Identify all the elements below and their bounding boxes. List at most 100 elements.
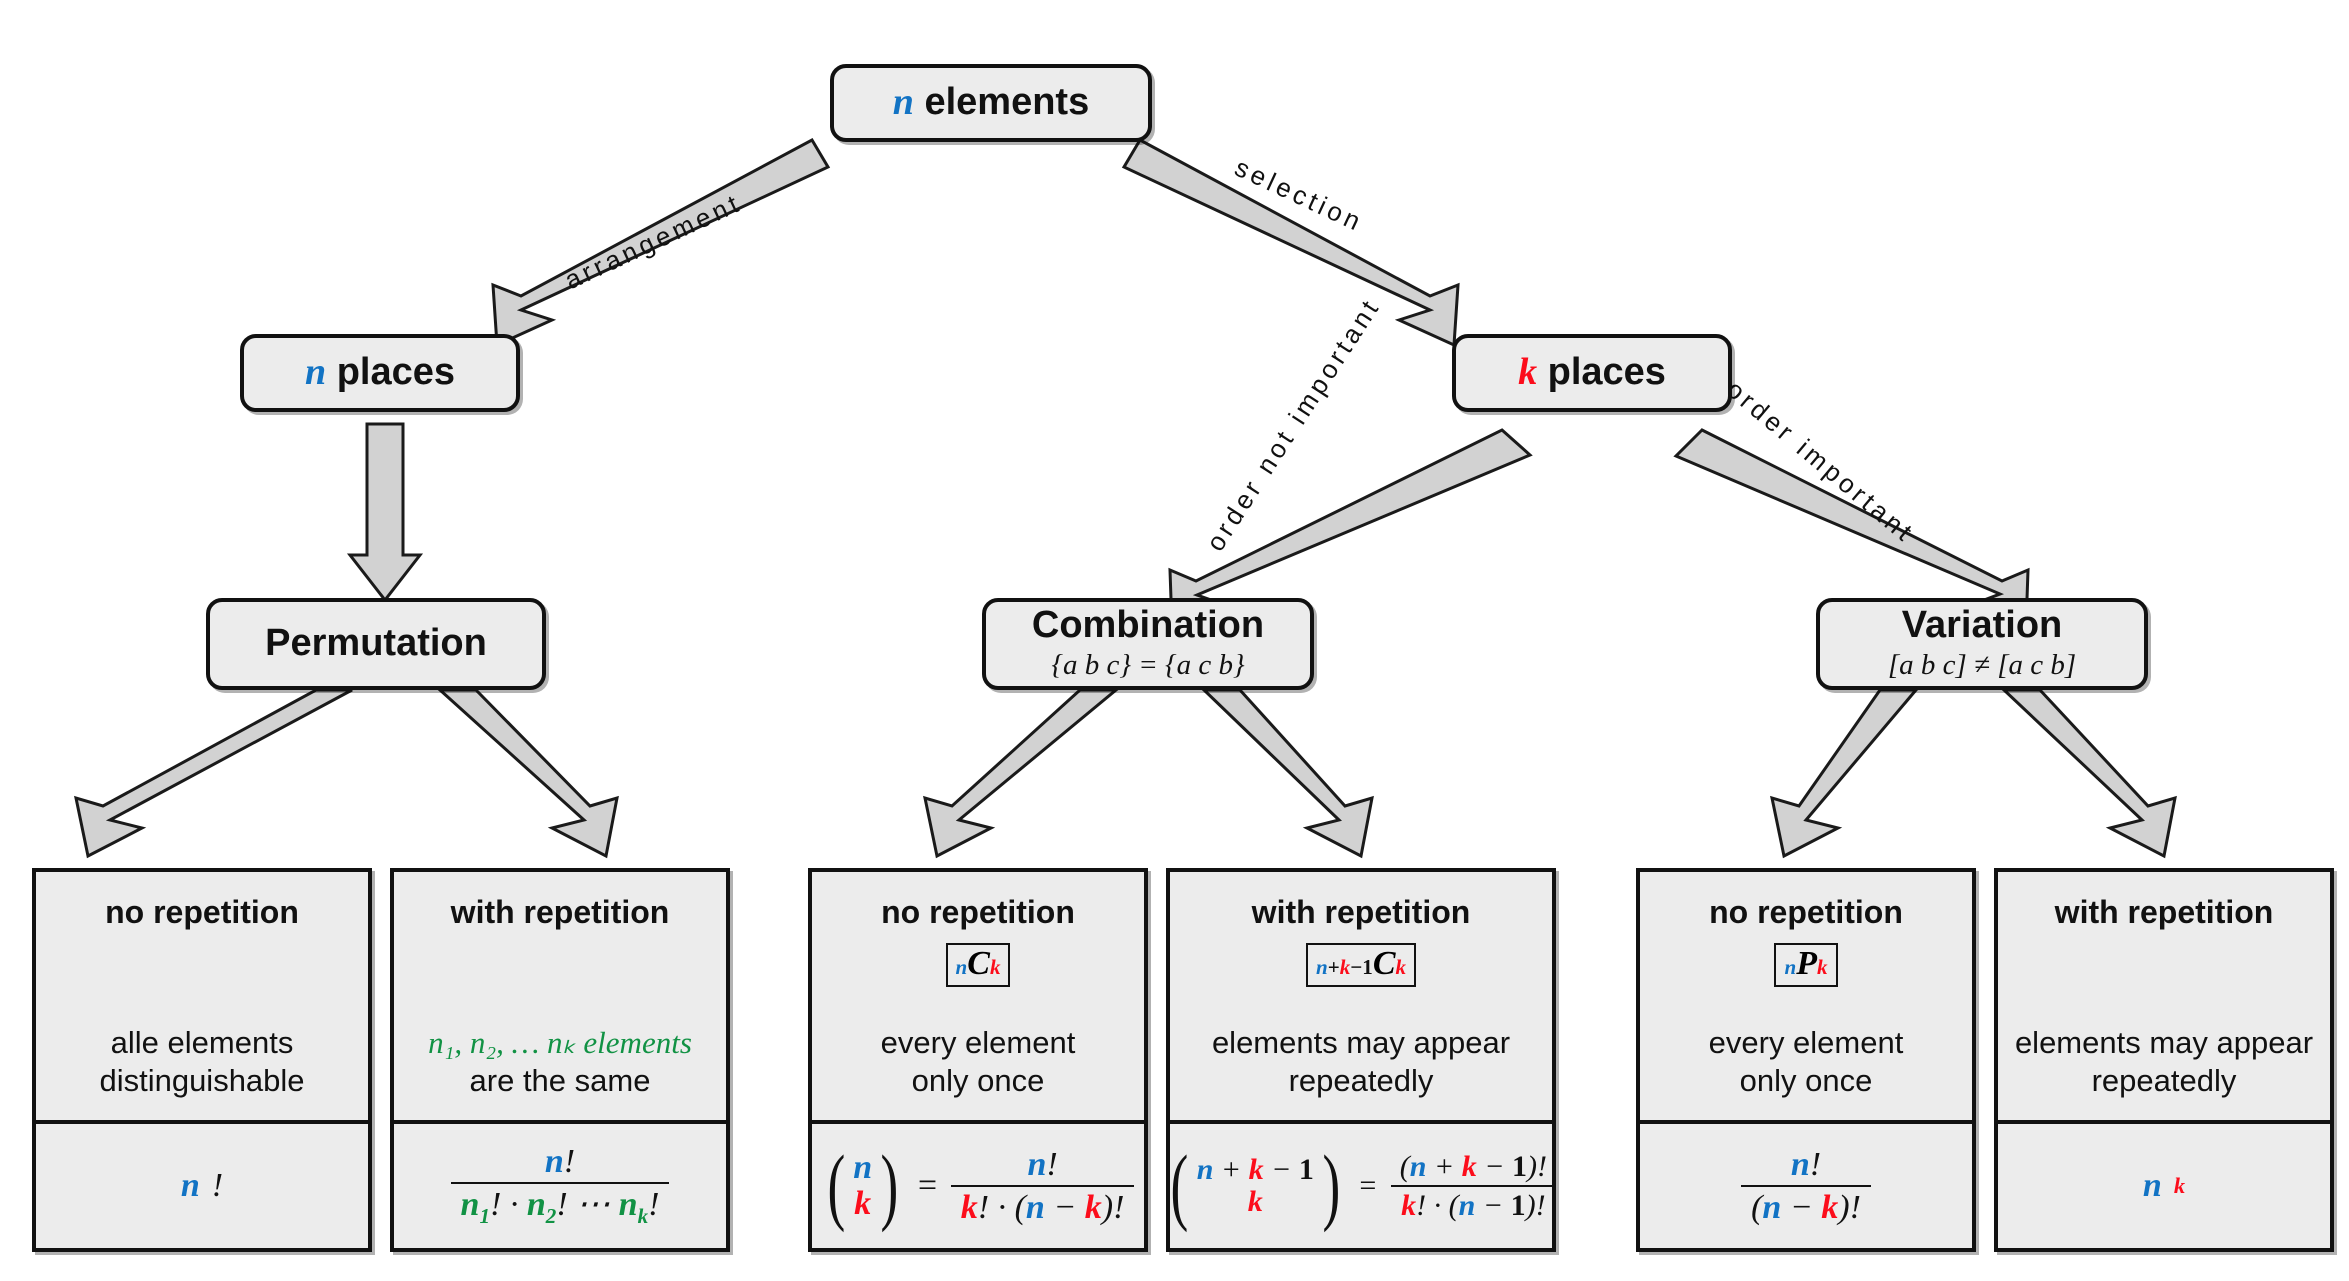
paren-right: ) [1322, 1137, 1341, 1234]
fraction-numerator: (n + k − 1)! [1390, 1151, 1557, 1184]
notation-nCk: nCk [945, 943, 1011, 987]
sym-P: P [1796, 945, 1817, 982]
sym-equals: = [1357, 1169, 1378, 1202]
leaf-heading: with repetition [1251, 894, 1471, 930]
sym-one: 1 [1510, 1188, 1526, 1222]
leaf-desc-line1: elements may appear [2014, 1025, 2314, 1061]
sym-n: n [1196, 1153, 1214, 1187]
node-k-places-label: k places [1518, 351, 1666, 394]
sym-k: k [1084, 1188, 1102, 1226]
node-k-places[interactable]: k places [1452, 334, 1732, 412]
leaf-upper: no repetition nPk every element only onc… [1640, 872, 1972, 1120]
sym-bang: ! [1046, 1146, 1058, 1184]
node-variation[interactable]: Variation [a b c] ≠ [a c b] [1816, 598, 2148, 690]
paren-left: ( [1014, 1188, 1026, 1226]
leaf-formula: n! (n − k)! [1640, 1120, 1972, 1248]
leaf-box-perm-with-repetition[interactable]: with repetition n₁, n₂, … nₖ elements ar… [390, 868, 730, 1252]
leaf-description: every element only once [873, 1024, 1084, 1100]
sym-n: n [180, 1167, 200, 1204]
k-places-variable: k [1518, 351, 1538, 394]
arrow-combination-right [1200, 688, 1374, 859]
leaf-box-var-no-repetition[interactable]: no repetition nPk every element only onc… [1636, 868, 1976, 1252]
sym-sub1: 1 [479, 1203, 491, 1228]
arrow-variation-left [1770, 688, 1920, 859]
sym-k: k [1821, 1188, 1839, 1226]
leaf-desc-line1: elements may appear [1211, 1025, 1511, 1061]
formula-n-factorial: n! [181, 1167, 223, 1205]
leaf-upper: with repetition n₁, n₂, … nₖ elements ar… [394, 872, 726, 1120]
leaf-formula: n! n1! · n2! ⋯ nk! [394, 1120, 726, 1248]
paren-right: ) [1101, 1188, 1114, 1226]
sym-n1: n [460, 1185, 480, 1223]
leaf-notation: n+k−1Ck [1305, 943, 1417, 987]
sym-dot: · [997, 1188, 1007, 1226]
paren-right: ) [880, 1137, 899, 1234]
sym-plus: + [1433, 1150, 1455, 1184]
arrow-permutation-right [436, 688, 619, 859]
sym-subk: k [637, 1203, 649, 1228]
sym-nk: n [618, 1185, 638, 1223]
arrow-variation-right [2000, 688, 2177, 859]
leaf-desc-line2: distinguishable [99, 1063, 305, 1099]
node-root-n-elements[interactable]: n elements [830, 64, 1152, 142]
sym-one: 1 [1362, 955, 1373, 979]
sym-n: n [853, 1148, 873, 1186]
arrow-n-places-to-permutation [346, 422, 424, 603]
node-root-label: n elements [893, 82, 1089, 123]
leaf-box-comb-no-repetition[interactable]: no repetition nCk every element only onc… [808, 868, 1148, 1252]
leaf-box-perm-no-repetition[interactable]: no repetition alle elements distinguisha… [32, 868, 372, 1252]
sym-k: k [1248, 1153, 1264, 1187]
sym-k: k [960, 1188, 978, 1226]
leaf-description: n₁, n₂, … nₖ elements are the same [420, 1024, 700, 1100]
fraction-denominator: n1! · n2! ⋯ nk! [450, 1181, 670, 1228]
leaf-desc-line2: only once [911, 1063, 1045, 1099]
sym-k: k [1461, 1150, 1477, 1184]
sym-ellipsis: ⋯ [576, 1185, 611, 1223]
sym-bang: ! [490, 1185, 502, 1223]
leaf-formula: n! [36, 1120, 368, 1248]
leaf-description: every element only once [1701, 1024, 1912, 1100]
paren-left: ( [1448, 1188, 1459, 1222]
sym-bang: ! [211, 1167, 224, 1204]
leaf-box-var-with-repetition[interactable]: with repetition elements may appear repe… [1994, 868, 2334, 1252]
node-combination-sub: {a b c} = {a c b} [1051, 649, 1245, 681]
sym-k: k [1395, 955, 1407, 979]
sym-dot: · [509, 1185, 519, 1223]
sym-bang: ! [977, 1188, 990, 1226]
leaf-notation: nPk [1774, 943, 1838, 987]
leaf-description: elements may appear repeatedly [1204, 1024, 1518, 1100]
sym-bang: ! [563, 1143, 576, 1181]
formula-multiset-permutation: n! n1! · n2! ⋯ nk! [450, 1144, 670, 1228]
n-places-word: places [336, 351, 455, 394]
node-combination[interactable]: Combination {a b c} = {a c b} [982, 598, 1314, 690]
sym-minus: − [1271, 1153, 1292, 1187]
node-n-places[interactable]: n places [240, 334, 520, 412]
sym-bang: ! [648, 1185, 660, 1223]
paren-right: ) [1838, 1188, 1850, 1226]
sym-minus: − [1484, 1150, 1505, 1184]
leaf-upper: no repetition alle elements distinguisha… [36, 872, 368, 1120]
notation-nPk: nPk [1774, 943, 1838, 987]
sym-minus: − [1350, 955, 1363, 979]
leaf-desc-line1: n₁, n₂, … nₖ elements [428, 1025, 692, 1061]
fraction-numerator: n! [535, 1144, 585, 1181]
leaf-heading: with repetition [2054, 894, 2274, 930]
node-permutation[interactable]: Permutation [206, 598, 546, 690]
fraction-numerator: n! [1017, 1147, 1067, 1184]
sym-n: n [1784, 955, 1797, 979]
arrow-permutation-left [74, 688, 353, 859]
paren-left: ( [1170, 1137, 1189, 1234]
sym-plus: + [1220, 1153, 1242, 1187]
sym-n: n [2142, 1167, 2162, 1204]
fraction: n! k! · (n − k)! [950, 1147, 1135, 1226]
leaf-box-comb-with-repetition[interactable]: with repetition n+k−1Ck elements may app… [1166, 868, 1556, 1252]
binomial-coefficient: ( n k ) [822, 1137, 904, 1234]
leaf-description: alle elements distinguishable [91, 1024, 312, 1100]
sym-n: n [1458, 1188, 1476, 1222]
sym-n: n [1409, 1150, 1427, 1184]
binomial-stack: n + k − 1 k [1194, 1154, 1317, 1218]
sym-k: k [1816, 955, 1828, 979]
sym-bang: ! [1535, 1188, 1546, 1222]
